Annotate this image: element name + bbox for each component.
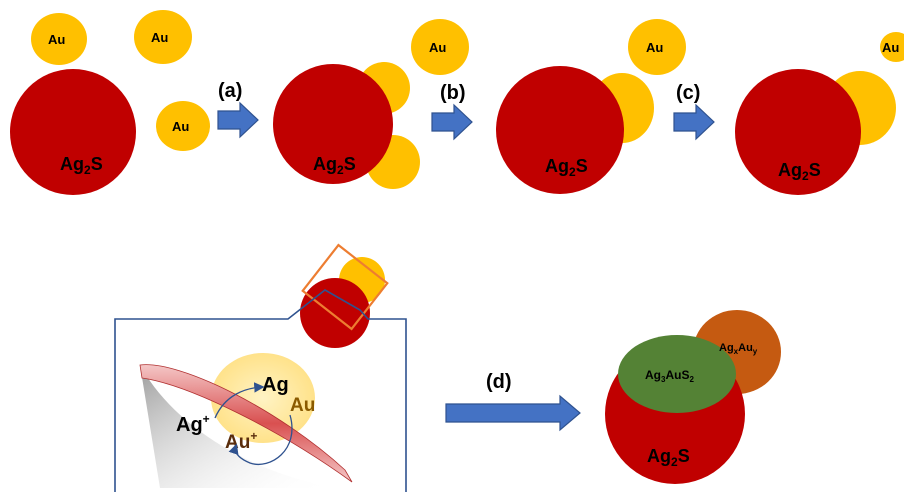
ag2s-particle — [273, 64, 393, 184]
ag2s-label: Ag2S — [60, 154, 103, 177]
step-b-arrow — [431, 103, 473, 141]
ag-migration-arrow — [214, 382, 265, 419]
ag3aus2-label: Ag3AuS2 — [645, 368, 694, 384]
au-label: Au — [882, 40, 899, 55]
ag2s-label: Ag2S — [545, 156, 588, 179]
inset-frame — [114, 289, 407, 492]
au-particle — [156, 101, 210, 151]
ag2s-label: Ag2S — [778, 160, 821, 183]
ag2s-particle — [735, 69, 861, 195]
agxau-label: AgxAuy — [719, 342, 758, 356]
ag2s-label: Ag2S — [647, 446, 690, 469]
step-a-label: (a) — [218, 80, 242, 102]
au-ion-label: Au+ — [225, 429, 257, 453]
stage-b: Ag2S Au — [496, 19, 686, 194]
au-label: Au — [429, 40, 446, 55]
zoom-box — [301, 243, 389, 331]
ag2s-particle — [10, 69, 136, 195]
au-label: Au — [172, 119, 189, 134]
inset-au-label: Au — [290, 395, 315, 416]
ag2s-particle — [496, 66, 624, 194]
step-b-label: (b) — [440, 82, 466, 104]
au-exchange-arrow — [228, 414, 293, 465]
au-particle — [134, 10, 192, 64]
final-product: AgxAuy Ag3AuS2 Ag2S — [605, 310, 781, 484]
stage-initial: Ag2S Au Au Au — [10, 10, 210, 195]
au-label: Au — [151, 30, 168, 45]
zoom-source — [300, 243, 389, 348]
stage-a: Ag2S Au — [273, 19, 469, 189]
shadow-region — [140, 365, 335, 488]
ag-shell — [211, 353, 315, 443]
step-d-arrow — [445, 394, 581, 432]
stage-c: Ag2S Au — [735, 32, 904, 195]
au-label: Au — [48, 32, 65, 47]
inset-ag-label: Ag — [262, 374, 289, 396]
step-a-arrow — [217, 101, 259, 139]
inset-content: Ag Au Ag+ Au+ — [139, 353, 353, 488]
au-particle — [411, 19, 469, 75]
ag3aus2-cap — [618, 335, 736, 413]
step-c-arrow — [673, 103, 715, 141]
au-particle — [628, 19, 686, 75]
ag-ion-label: Ag+ — [176, 412, 210, 436]
step-d-label: (d) — [486, 371, 512, 393]
ag2s-slab — [139, 364, 353, 483]
ag2s-particle — [300, 278, 370, 348]
au-label: Au — [646, 40, 663, 55]
ag2s-label: Ag2S — [313, 154, 356, 177]
au-particle — [880, 32, 904, 62]
step-c-label: (c) — [676, 82, 700, 104]
au-particle — [31, 13, 87, 65]
